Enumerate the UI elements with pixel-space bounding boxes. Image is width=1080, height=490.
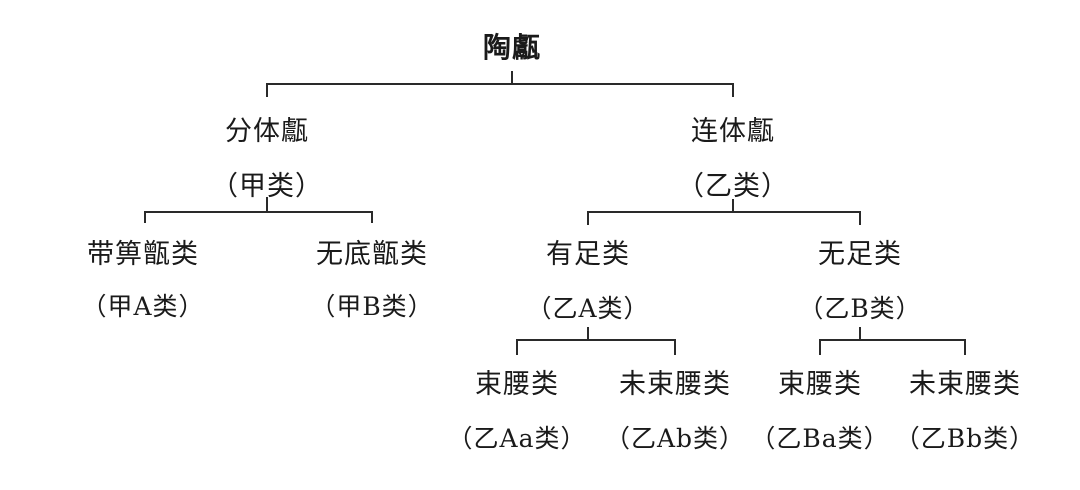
node-weishuyao-b-name: 未束腰类 xyxy=(909,369,1021,400)
node-shuyao-b-class: （乙Ba类） xyxy=(750,424,890,453)
node-weishuyao-a-class: （乙Ab类） xyxy=(604,424,746,453)
node-youzu-class: （乙A类） xyxy=(526,294,650,323)
node-wuzu-name: 无足类 xyxy=(818,239,902,270)
node-shuyao-a-name: 束腰类 xyxy=(475,369,559,400)
node-fenti-class: （甲类） xyxy=(211,171,323,202)
node-wuzu-class: （乙B类） xyxy=(798,294,922,323)
node-youzu-name: 有足类 xyxy=(546,239,630,270)
node-lianti-class: （乙类） xyxy=(677,171,789,202)
node-weishuyao-a-name: 未束腰类 xyxy=(619,369,731,400)
node-wudi-class: （甲B类） xyxy=(310,292,434,321)
node-daibi-class: （甲A类） xyxy=(81,292,205,321)
node-weishuyao-b-class: （乙Bb类） xyxy=(894,424,1036,453)
node-lianti-name: 连体甗 xyxy=(691,116,775,147)
node-fenti-name: 分体甗 xyxy=(225,116,309,147)
node-shuyao-b-name: 束腰类 xyxy=(778,369,862,400)
node-wudi-name: 无底甑类 xyxy=(316,239,428,270)
node-root-name: 陶甗 xyxy=(482,31,542,64)
node-daibi-name: 带箅甑类 xyxy=(87,239,199,270)
node-shuyao-a-class: （乙Aa类） xyxy=(447,424,587,453)
